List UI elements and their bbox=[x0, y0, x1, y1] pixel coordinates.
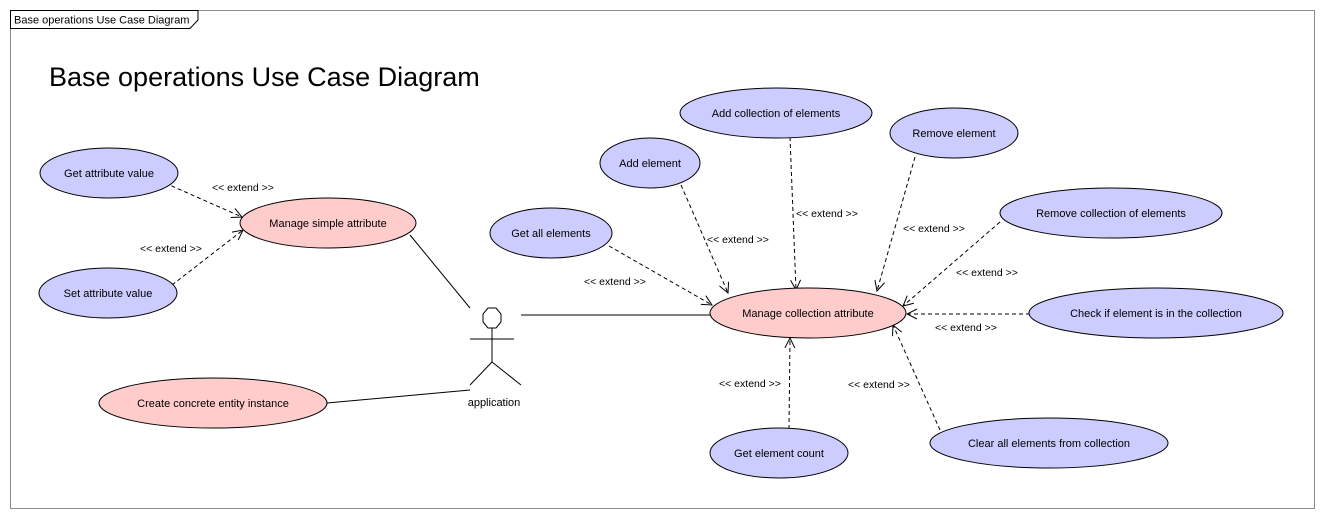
use-case-create-concrete-entity-instance[interactable]: Create concrete entity instance bbox=[98, 377, 328, 429]
use-case-get-attribute-value[interactable]: Get attribute value bbox=[39, 147, 179, 199]
use-case-label: Get all elements bbox=[511, 228, 591, 240]
extend-label: << extend >> bbox=[584, 276, 646, 288]
use-case-remove-element[interactable]: Remove element bbox=[889, 107, 1019, 159]
use-case-label: Remove element bbox=[912, 128, 995, 140]
use-case-label: Remove collection of elements bbox=[1036, 208, 1186, 220]
actor-right-leg bbox=[491, 361, 522, 386]
association-manage-simple bbox=[409, 234, 471, 309]
use-case-remove-collection-of-elements[interactable]: Remove collection of elements bbox=[999, 187, 1223, 239]
extend-arrow-clear-all bbox=[893, 325, 941, 431]
actor-left-leg bbox=[469, 361, 493, 386]
association-create-entity bbox=[326, 389, 471, 404]
use-case-set-attribute-value[interactable]: Set attribute value bbox=[38, 267, 178, 319]
diagram-title: Base operations Use Case Diagram bbox=[49, 62, 480, 92]
extend-label: << extend >> bbox=[903, 223, 965, 235]
extend-arrow-remove-collection bbox=[903, 221, 1001, 306]
extend-label: << extend >> bbox=[848, 379, 910, 391]
use-case-check-if-element-in-collection[interactable]: Check if element is in the collection bbox=[1028, 287, 1284, 339]
use-case-label: Clear all elements from collection bbox=[968, 438, 1130, 450]
extend-label: << extend >> bbox=[212, 182, 274, 194]
use-case-label: Add element bbox=[619, 158, 681, 170]
actor-head bbox=[482, 307, 502, 329]
extend-arrow-get-all-elements bbox=[608, 245, 712, 305]
use-case-label: Manage collection attribute bbox=[742, 308, 873, 320]
use-case-manage-collection-attribute[interactable]: Manage collection attribute bbox=[709, 287, 907, 339]
frame-name-tab bbox=[10, 10, 199, 29]
use-case-add-collection-of-elements[interactable]: Add collection of elements bbox=[679, 87, 873, 139]
extend-arrow-get-element-count bbox=[789, 338, 790, 430]
extend-arrow-add-element bbox=[680, 184, 728, 293]
use-case-add-element[interactable]: Add element bbox=[599, 137, 701, 189]
use-case-label: Create concrete entity instance bbox=[137, 398, 289, 410]
use-case-label: Check if element is in the collection bbox=[1070, 308, 1242, 320]
use-case-get-all-elements[interactable]: Get all elements bbox=[489, 207, 613, 259]
extend-relationships bbox=[164, 136, 1030, 431]
use-case-get-element-count[interactable]: Get element count bbox=[709, 427, 849, 479]
associations bbox=[326, 234, 710, 404]
use-case-label: Set attribute value bbox=[64, 288, 153, 300]
extend-label: << extend >> bbox=[935, 322, 997, 334]
actor-application[interactable]: application bbox=[468, 307, 522, 409]
use-case-label: Add collection of elements bbox=[712, 108, 841, 120]
extend-label: << extend >> bbox=[796, 208, 858, 220]
extend-arrow-get-attribute bbox=[164, 182, 242, 217]
use-case-manage-simple-attribute[interactable]: Manage simple attribute bbox=[239, 197, 417, 249]
actor-label: application bbox=[468, 397, 521, 409]
extend-label: << extend >> bbox=[707, 234, 769, 246]
extend-labels: << extend >> << extend >> << extend >> <… bbox=[140, 182, 1018, 391]
frame-tab-label: Base operations Use Case Diagram bbox=[14, 15, 189, 27]
extend-label: << extend >> bbox=[140, 243, 202, 255]
extend-arrow-remove-element bbox=[877, 156, 916, 291]
extend-arrow-add-collection bbox=[789, 136, 796, 290]
extend-label: << extend >> bbox=[956, 267, 1018, 279]
diagram-frame bbox=[10, 10, 1315, 509]
use-case-clear-all-elements[interactable]: Clear all elements from collection bbox=[929, 417, 1169, 469]
extend-arrow-set-attribute bbox=[171, 230, 243, 286]
use-case-label: Get element count bbox=[734, 448, 824, 460]
use-case-label: Manage simple attribute bbox=[269, 218, 386, 230]
use-case-label: Get attribute value bbox=[64, 168, 154, 180]
extend-label: << extend >> bbox=[719, 378, 781, 390]
